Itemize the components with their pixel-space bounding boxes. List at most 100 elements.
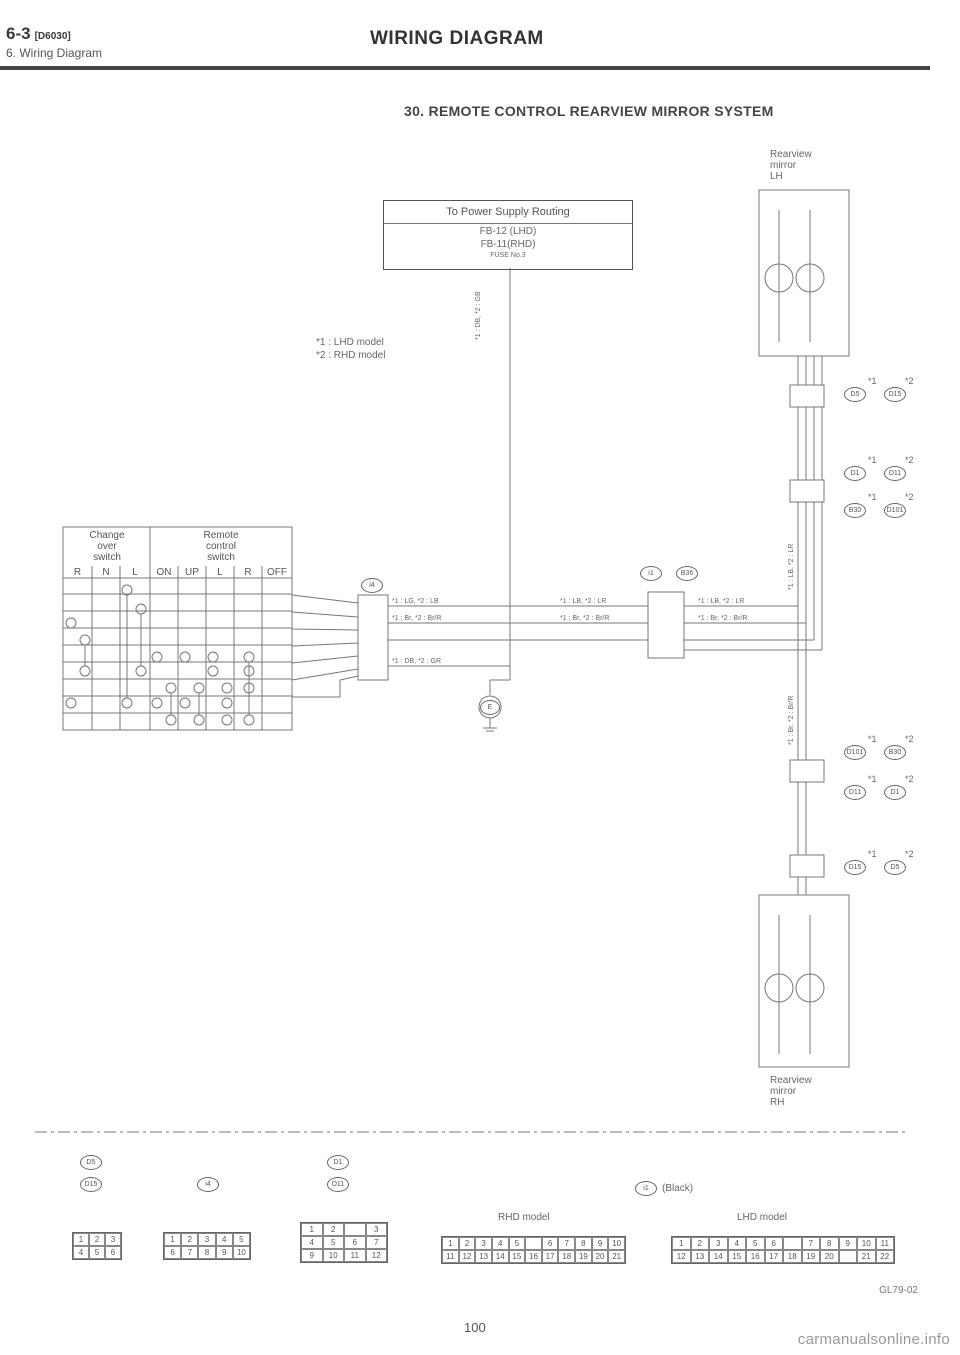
wire-label-vert2: *1 : Br, *2 : Br/R <box>788 695 795 745</box>
pin: 5 <box>322 1236 344 1249</box>
connector-d5-b: D5 <box>884 860 906 875</box>
pin: 19 <box>575 1250 592 1263</box>
wire-label-6: *1 : LB, *2 : LR <box>698 598 745 605</box>
connector-d1-b: D1 <box>884 785 906 800</box>
wire-label-5: *1 : Br, *2 : Br/R <box>560 615 610 622</box>
legend-d5: D5 <box>80 1155 102 1170</box>
remote-control-switch-label: Remote control switch <box>151 530 291 563</box>
star1-a: *1 <box>868 376 877 386</box>
page-title: WIRING DIAGRAM <box>370 28 544 49</box>
section-number: 6-3[D6030] <box>6 24 71 43</box>
connector-b36: B36 <box>676 566 698 581</box>
pin: 20 <box>591 1250 609 1263</box>
wire-label-2: *1 : Br, *2 : Br/R <box>392 615 442 622</box>
pin: 1 <box>301 1223 323 1236</box>
connector-i4: i4 <box>361 578 383 593</box>
pin: 3 <box>475 1237 492 1250</box>
pin: 6 <box>105 1246 121 1259</box>
switch-col-up: UP <box>185 567 199 578</box>
connector-d5: D5 <box>844 387 866 402</box>
watermark: carmanualsonline.info <box>797 1331 950 1348</box>
mirror-rh-l3: RH <box>770 1097 785 1108</box>
pin: 3 <box>709 1237 728 1250</box>
model-notes: *1 : LHD model *2 : RHD model <box>316 336 385 362</box>
connector-d11-b: D11 <box>844 785 866 800</box>
power-supply-fuse: FUSE No.3 <box>490 252 526 259</box>
pin: 9 <box>838 1237 857 1250</box>
pin: 4 <box>215 1233 233 1246</box>
power-supply-box: To Power Supply Routing FB-12 (LHD) FB-1… <box>383 200 633 270</box>
pin: 13 <box>475 1250 492 1263</box>
pin: 8 <box>820 1237 839 1250</box>
pin: 10 <box>608 1237 625 1250</box>
pin-blank <box>525 1237 542 1250</box>
star2-d: *2 <box>905 734 914 744</box>
mirror-lh-l1: Rearview <box>770 149 812 160</box>
change-over-switch-label: Change over switch <box>64 530 150 563</box>
pin: 21 <box>857 1250 876 1263</box>
wire-label-3: *1 : DB, *2 : GR <box>392 658 442 665</box>
pin: 8 <box>575 1237 592 1250</box>
pin: 12 <box>672 1250 691 1263</box>
pin: 16 <box>746 1250 765 1263</box>
pin: 3 <box>105 1233 121 1246</box>
pin: 1 <box>672 1237 691 1250</box>
pin: 12 <box>365 1249 387 1262</box>
mirror-rh-l1: Rearview <box>770 1075 812 1086</box>
pin: 6 <box>164 1246 182 1259</box>
pin: 1 <box>73 1233 89 1246</box>
page-number: 100 <box>464 1320 486 1335</box>
pin: 2 <box>690 1237 709 1250</box>
ground-e: E <box>480 700 500 715</box>
pin: 1 <box>164 1233 182 1246</box>
header-rule <box>0 66 930 70</box>
pin: 6 <box>344 1236 366 1249</box>
pin: 20 <box>820 1250 839 1263</box>
pin: 7 <box>558 1237 576 1250</box>
connector-d15-b: D15 <box>844 860 866 875</box>
change-l3: switch <box>93 552 121 563</box>
pin: 4 <box>301 1236 323 1249</box>
pin: 11 <box>344 1249 366 1262</box>
legend-i1: i1 <box>635 1181 657 1196</box>
pin: 11 <box>442 1250 459 1263</box>
pin: 10 <box>857 1237 876 1250</box>
remote-l2: control <box>205 541 236 552</box>
remote-l3: switch <box>207 552 235 563</box>
pin: 9 <box>301 1249 323 1262</box>
mirror-rh-l2: mirror <box>770 1086 797 1097</box>
star1-f: *1 <box>868 849 877 859</box>
switch-col-l: L <box>132 567 138 578</box>
wire-label-7: *1 : Br, *2 : Br/R <box>698 615 748 622</box>
mirror-lh-label: Rearview mirror LH <box>770 149 812 182</box>
legend-black: (Black) <box>662 1183 694 1194</box>
mirror-lh-l2: mirror <box>770 160 797 171</box>
power-supply-rhd: FB-11(RHD) <box>480 239 536 250</box>
system-title: 30. REMOTE CONTROL REARVIEW MIRROR SYSTE… <box>404 103 774 119</box>
pin: 16 <box>525 1250 542 1263</box>
pin: 9 <box>215 1246 233 1259</box>
pin: 2 <box>89 1233 105 1246</box>
switch-col-off: OFF <box>267 567 287 578</box>
pin: 3 <box>198 1233 216 1246</box>
pin: 2 <box>181 1233 199 1246</box>
pin: 11 <box>875 1237 894 1250</box>
pin: 18 <box>558 1250 576 1263</box>
section-code: [D6030] <box>34 31 71 42</box>
pin: 18 <box>783 1250 802 1263</box>
pin: 9 <box>591 1237 609 1250</box>
wire-label-1: *1 : LG, *2 : LB <box>392 598 439 605</box>
switch-col-l2: L <box>217 567 223 578</box>
pin: 4 <box>73 1246 89 1259</box>
pin: 2 <box>322 1223 344 1236</box>
pin: 21 <box>608 1250 625 1263</box>
pin-blank <box>838 1250 857 1263</box>
connector-b30: B30 <box>844 503 866 518</box>
pin: 7 <box>181 1246 199 1259</box>
pin: 7 <box>801 1237 820 1250</box>
change-l2: over <box>97 541 117 552</box>
